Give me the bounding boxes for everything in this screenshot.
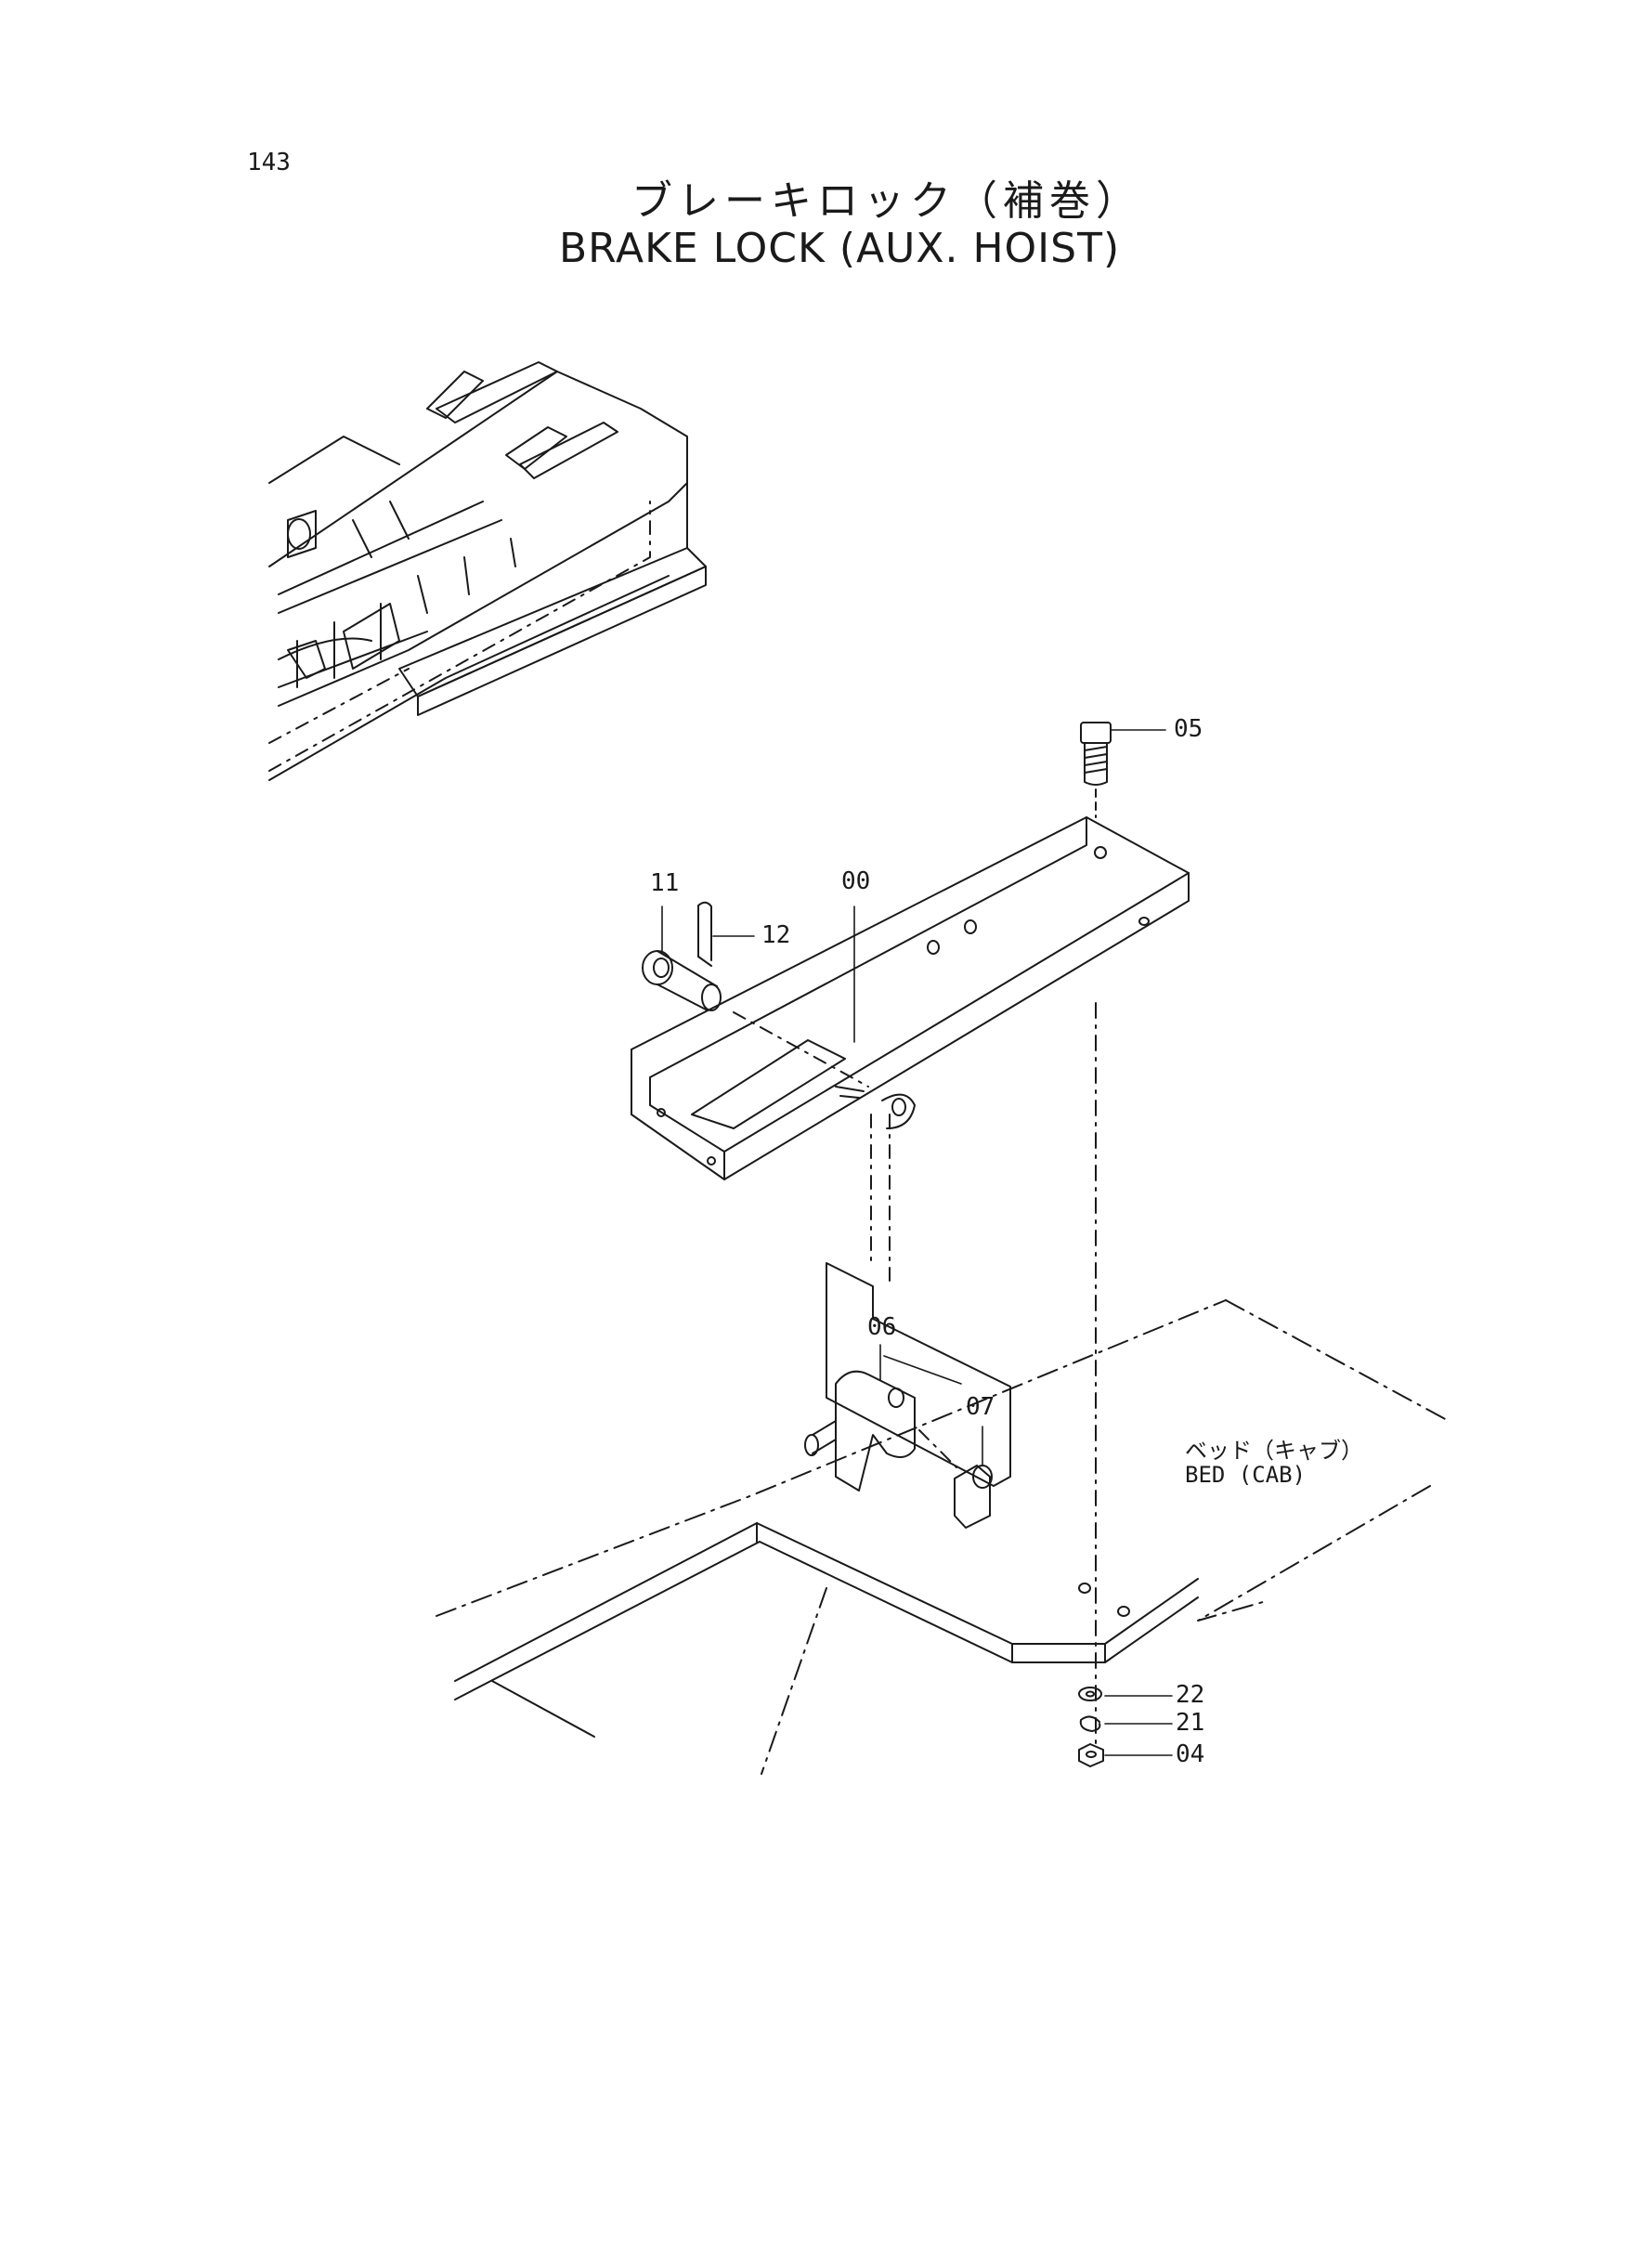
title-japanese: ブレーキロック（補巻） bbox=[631, 177, 1142, 225]
roller-axis-line bbox=[919, 1430, 956, 1467]
bolt-part-05 bbox=[1081, 723, 1111, 785]
callout-05: 05 bbox=[1174, 715, 1203, 743]
callout-21: 21 bbox=[1176, 1709, 1205, 1737]
roller-part-07 bbox=[955, 1466, 992, 1528]
nut-part-04 bbox=[1079, 1744, 1103, 1766]
bed-cab-floor bbox=[436, 1300, 1449, 1774]
channel-bracket-part-00 bbox=[631, 817, 1189, 1179]
callout-12: 12 bbox=[761, 921, 791, 949]
spring-washer-part-21 bbox=[1081, 1716, 1100, 1731]
callout-07: 07 bbox=[966, 1393, 995, 1421]
page-number: 143 bbox=[247, 149, 291, 176]
callout-00: 00 bbox=[841, 867, 871, 895]
lock-plate-part-06 bbox=[805, 1263, 1010, 1491]
bed-label-english: BED (CAB) bbox=[1185, 1462, 1307, 1488]
title-english: BRAKE LOCK (AUX. HOIST) bbox=[559, 225, 1121, 272]
callout-04: 04 bbox=[1176, 1740, 1205, 1768]
pin-axis-line bbox=[734, 1012, 868, 1087]
leader-lines bbox=[662, 730, 1172, 1755]
console-inset-illustration bbox=[269, 362, 706, 780]
callout-22: 22 bbox=[1176, 1681, 1205, 1709]
cotter-pin-part-12 bbox=[698, 903, 711, 966]
callout-11: 11 bbox=[650, 869, 680, 897]
washer-part-22 bbox=[1079, 1687, 1101, 1700]
pin-part-11 bbox=[643, 951, 721, 1010]
bed-label-japanese: ベッド（キャブ） bbox=[1185, 1438, 1363, 1464]
callout-06: 06 bbox=[867, 1313, 897, 1341]
